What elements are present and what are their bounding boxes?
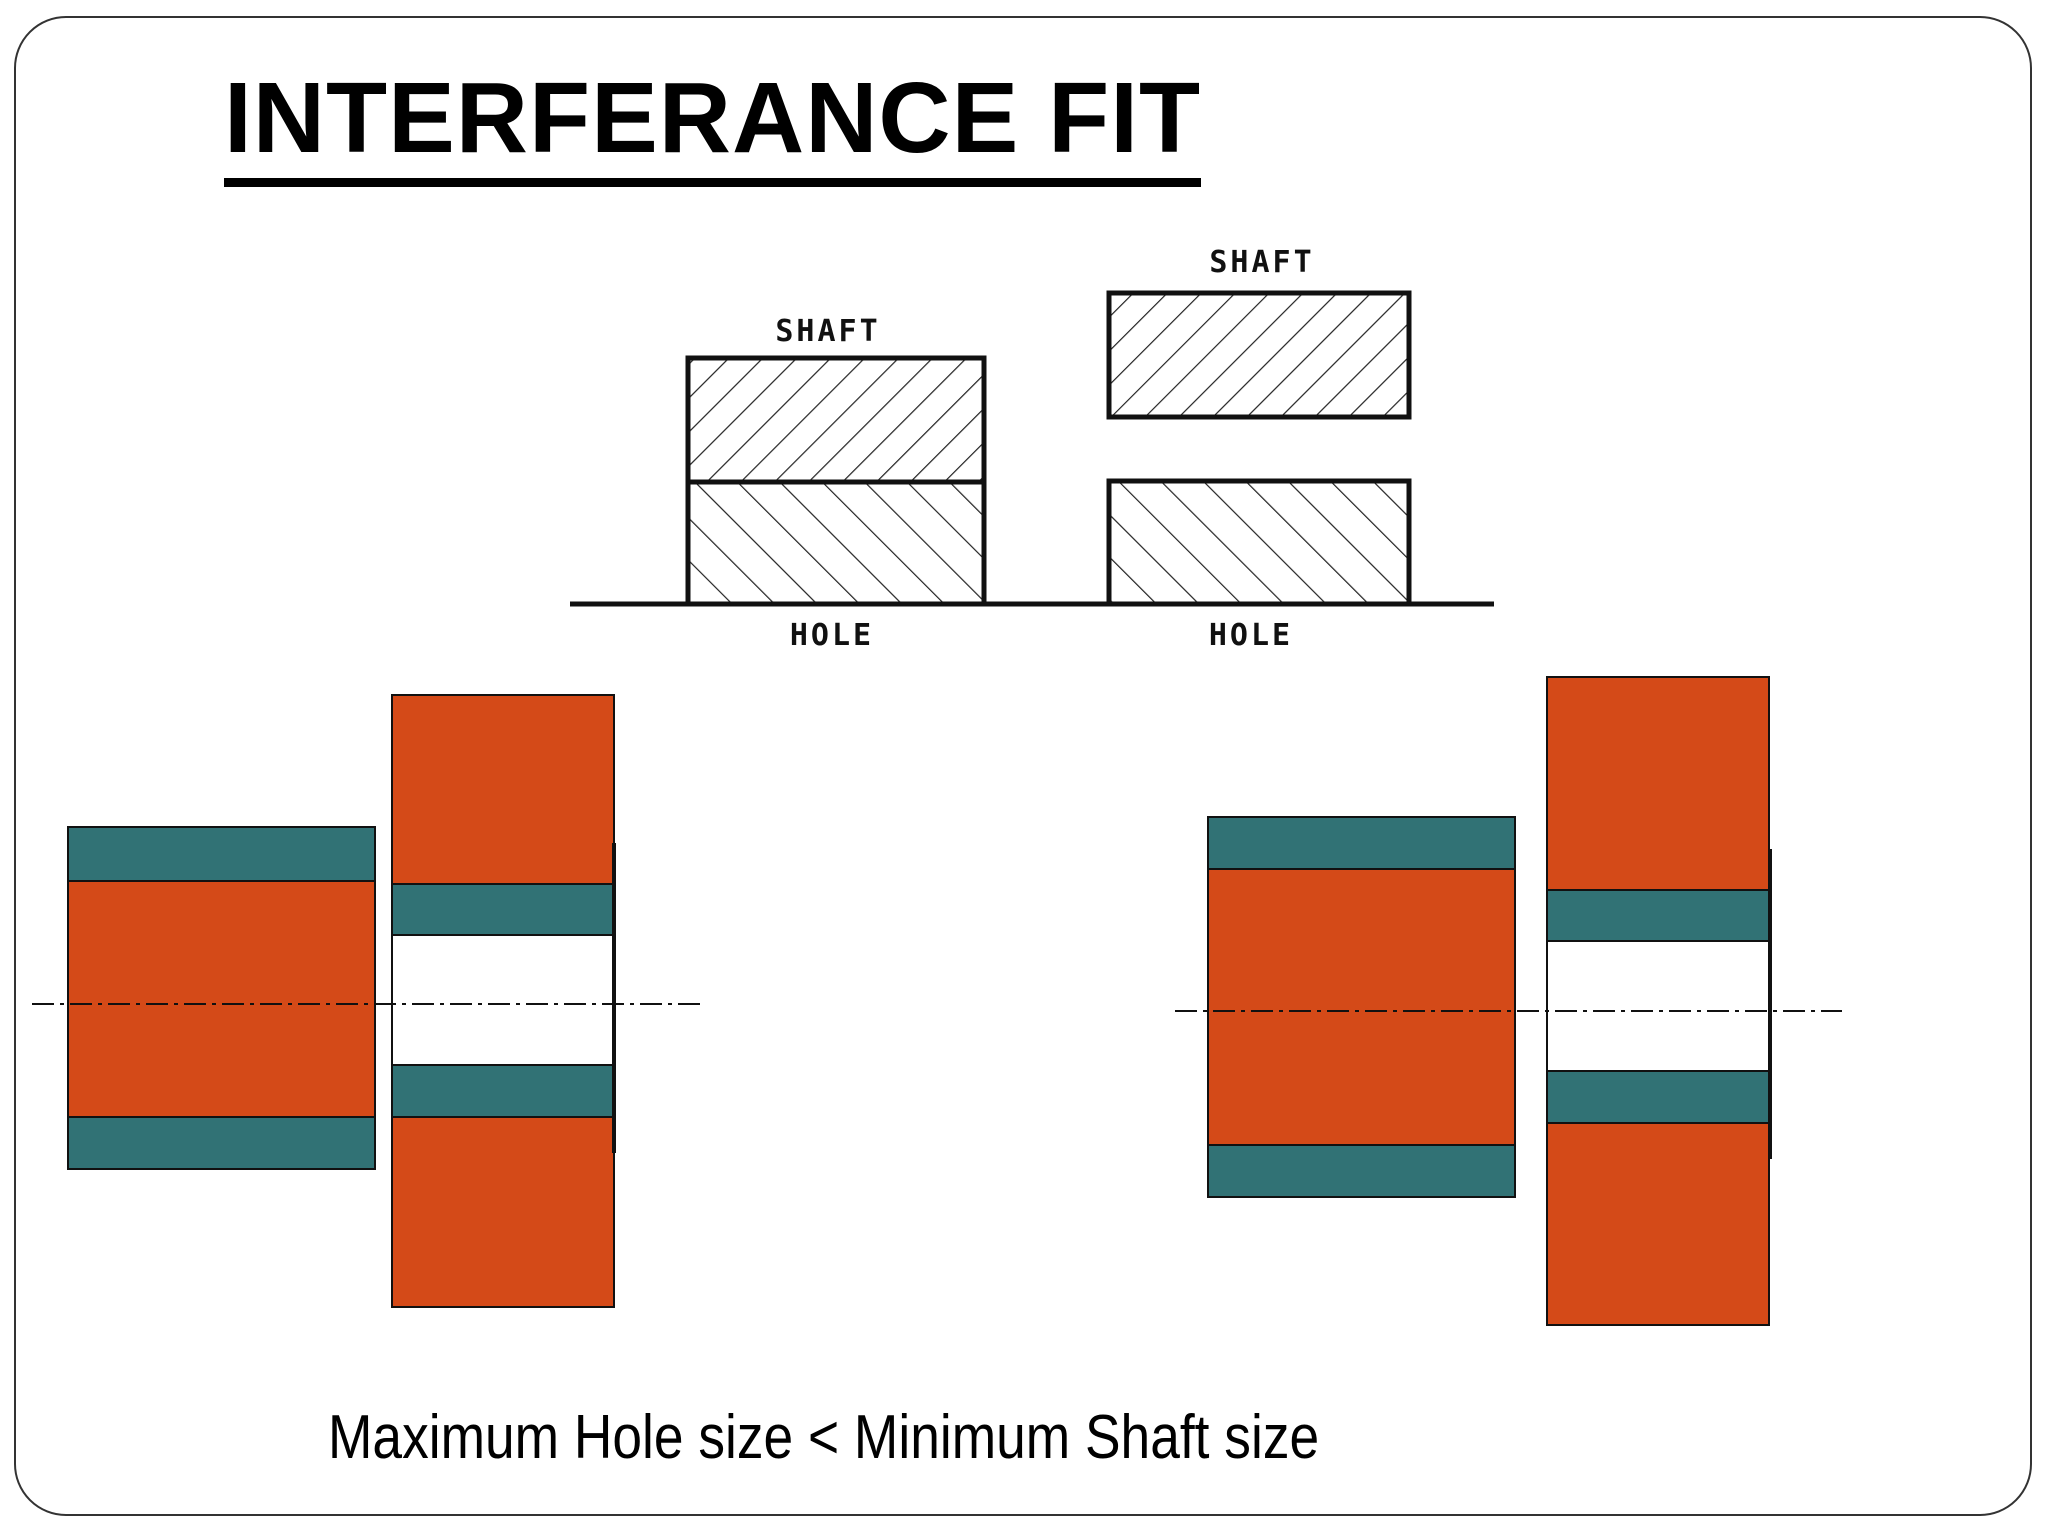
left-assembly <box>32 694 702 1308</box>
left-shaft-bottom-band <box>67 1116 376 1170</box>
right-assembly <box>1175 676 1842 1326</box>
right-hub-lower-band <box>1546 1070 1770 1124</box>
left-shaft-top-band <box>67 826 376 882</box>
slide-title: INTERFERANCE FIT <box>224 58 1202 187</box>
right-hub <box>1546 676 1772 1326</box>
left-hole-zone <box>685 479 987 607</box>
left-shaft-label: SHAFT <box>775 314 880 349</box>
left-hub-upper-band <box>391 883 615 936</box>
left-hub-lower <box>391 1116 615 1308</box>
right-hole-label: HOLE <box>1209 618 1293 653</box>
right-hole-zone <box>1106 478 1412 607</box>
right-shaft <box>1207 816 1516 1198</box>
left-hole-label: HOLE <box>790 618 874 653</box>
right-shaft-top-band <box>1207 816 1516 870</box>
right-shaft-bottom-band <box>1207 1144 1516 1198</box>
right-hub-upper <box>1546 676 1770 891</box>
right-hub-bore <box>1546 940 1770 1072</box>
left-shaft-zone <box>685 355 987 485</box>
left-hub-lower-band <box>391 1064 615 1118</box>
right-hub-lower <box>1546 1122 1770 1326</box>
left-shaft <box>67 826 376 1170</box>
left-hub <box>391 694 616 1308</box>
right-shaft-label: SHAFT <box>1209 245 1314 280</box>
right-shaft-body <box>1207 816 1516 1198</box>
tolerance-sketch: SHAFT HOLE SHAFT HOLE <box>570 245 1494 653</box>
left-hub-upper <box>391 694 615 885</box>
right-hub-upper-band <box>1546 889 1770 942</box>
right-shaft-zone <box>1106 290 1412 420</box>
left-hub-bore <box>391 934 615 1066</box>
fit-condition-caption: Maximum Hole size < Minimum Shaft size <box>328 1403 1320 1472</box>
